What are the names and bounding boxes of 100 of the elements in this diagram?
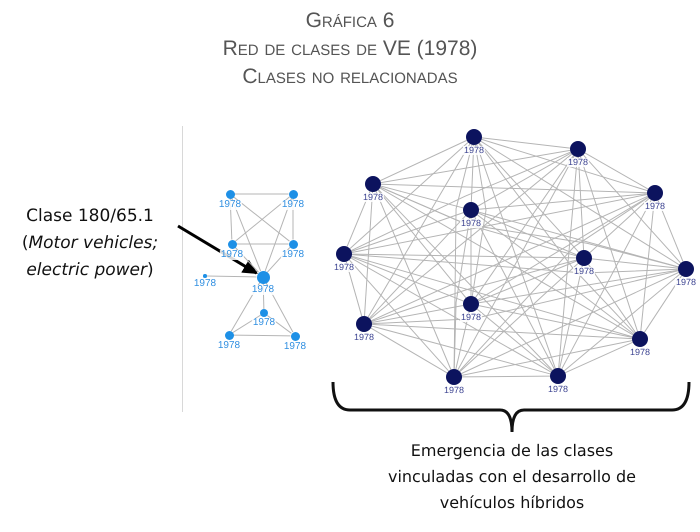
connector-line (352, 254, 576, 258)
connector-line (478, 260, 578, 302)
connector-line (346, 261, 362, 317)
connector-line (368, 143, 470, 318)
connector-line (478, 270, 679, 304)
network-node-dot (466, 129, 482, 145)
year-label: 1978 (442, 386, 466, 395)
network-node-dot (550, 368, 566, 384)
connector-line (364, 191, 373, 317)
connector-line (644, 275, 682, 333)
connector-line (476, 308, 552, 372)
connector-line (480, 140, 680, 266)
year-label: 1978 (280, 200, 306, 210)
connector-line (481, 138, 648, 192)
connector-line (578, 156, 584, 250)
year-label: 1978 (460, 219, 482, 228)
network-node-dot (463, 202, 479, 218)
connector-line (472, 144, 486, 297)
connector-line (206, 276, 257, 278)
connector-line (470, 144, 474, 202)
connector-line (582, 154, 682, 264)
connector-line (454, 144, 473, 370)
year-label: 1978 (332, 263, 356, 272)
year-label: 1978 (572, 267, 596, 276)
connector-line (380, 140, 468, 182)
connector-line (477, 196, 649, 300)
year-label: 1978 (192, 278, 218, 289)
connector-line (478, 142, 635, 334)
year-label: 1978 (282, 342, 308, 352)
connector-line (349, 142, 469, 250)
connector-line (376, 190, 452, 370)
connector-line (564, 342, 634, 374)
connector-line (350, 256, 464, 302)
callout-text: Clase 180/65.1 (Motor vehicles; electric power) (0, 203, 180, 284)
network-node-dot (203, 274, 207, 278)
connector-line (378, 190, 466, 298)
network-node-dot (288, 190, 298, 198)
chart-title: Red de clases de VE (1978) (222, 36, 478, 62)
network-node-dot (576, 250, 592, 266)
connector-line (371, 260, 577, 322)
connector-line (379, 188, 634, 336)
network-node-dot (226, 190, 234, 198)
connector-line (266, 314, 292, 334)
connector-line (481, 137, 571, 149)
chart-subtitle: Clases no relacionadas (241, 64, 459, 90)
bracket-note: Emergencia de las clases vinculadas con el desarrollo de vehículos híbridos (386, 440, 638, 514)
network-node-dot (446, 369, 462, 385)
connector-line (580, 156, 638, 332)
figure-number: Gráfica 6 (304, 8, 396, 34)
connector-line (658, 200, 684, 262)
year-label: 1978 (218, 200, 242, 210)
connector-line (370, 328, 448, 374)
network-node-dot (632, 331, 648, 347)
connector-line (232, 314, 262, 334)
connector-line (561, 200, 652, 370)
connector-line (584, 152, 649, 190)
year-label: 1978 (216, 340, 242, 350)
connector-line (478, 193, 648, 210)
connector-line (640, 200, 655, 332)
connector-line (564, 274, 680, 372)
connector-line (233, 334, 291, 336)
connector-line (372, 324, 632, 340)
connector-line (380, 186, 679, 268)
connector-line (455, 311, 470, 370)
connector-line (474, 216, 555, 370)
connector-line (470, 218, 472, 296)
network-node-dot (570, 141, 586, 157)
network-node-dot (288, 240, 298, 248)
connector-line (478, 305, 633, 338)
connector-line (476, 144, 556, 369)
connector-line (475, 155, 574, 298)
network-node-dot (224, 330, 234, 340)
connector-line (348, 259, 450, 372)
connector-line (459, 262, 579, 372)
connector-line (351, 254, 678, 274)
network-node-dot (336, 246, 352, 262)
network-node-dot (260, 309, 268, 317)
network-node-dot (290, 332, 300, 340)
connector-line (264, 198, 292, 272)
connector-line (346, 190, 370, 248)
year-label: 1978 (462, 146, 486, 155)
connector-line (371, 304, 464, 324)
network-node-dot (463, 296, 479, 312)
year-label: 1978 (628, 348, 652, 357)
connector-line (478, 142, 580, 253)
connector-line (372, 270, 679, 324)
year-label: 1978 (362, 193, 384, 202)
connector-line (462, 376, 550, 378)
year-label: 1978 (546, 385, 570, 394)
connector-line (458, 196, 649, 372)
network-node-dot (356, 316, 372, 332)
connector-line (350, 257, 552, 373)
year-label: 1978 (352, 333, 376, 342)
connector-line (477, 152, 572, 207)
year-label: 1978 (252, 318, 276, 328)
connector-line (559, 265, 583, 369)
connector-line (460, 272, 680, 374)
connector-line (478, 212, 679, 268)
connector-line (351, 194, 648, 253)
year-label: 1978 (674, 278, 698, 287)
